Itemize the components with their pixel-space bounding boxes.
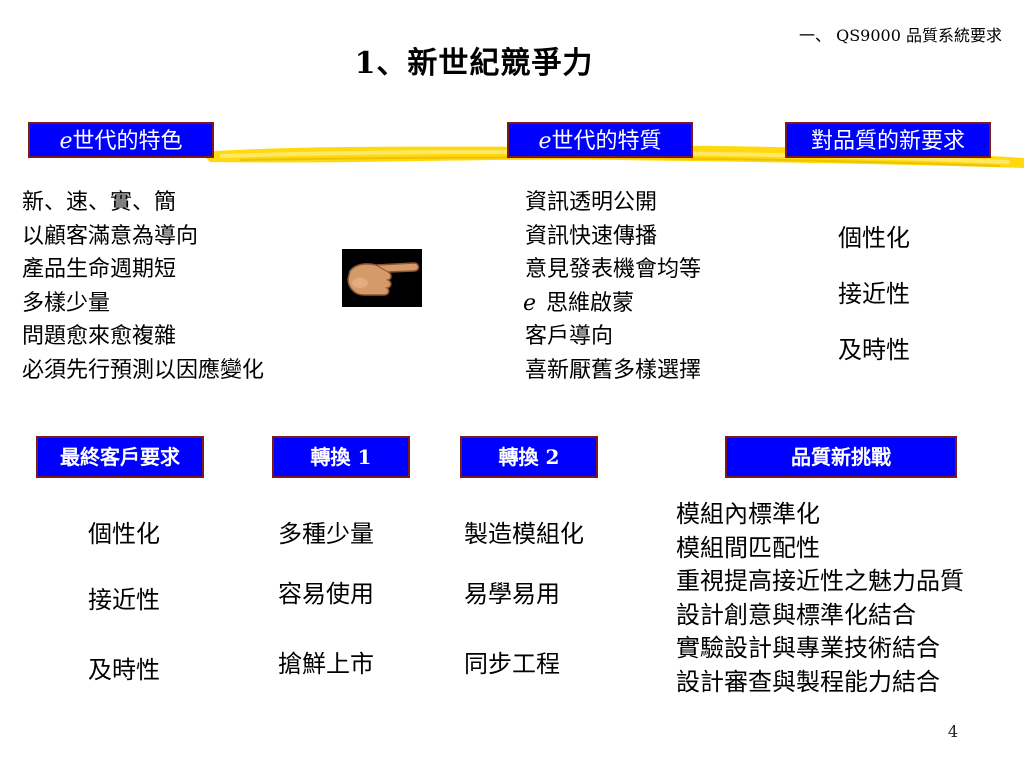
page-number: 4 [947, 722, 958, 741]
transform2-item: 同步工程 [464, 650, 560, 678]
requirement-item: 及時性 [838, 336, 910, 364]
page-title: 1、新世紀競爭力 [354, 46, 594, 81]
list-item: 以顧客滿意為導向 [22, 223, 199, 249]
list-item: 實驗設計與專業技術結合 [676, 634, 940, 662]
label-new-quality-requirements: 對品質的新要求 [785, 122, 991, 158]
label-transform-1: 轉換 1 [272, 436, 410, 478]
list-item: 設計創意與標準化結合 [676, 600, 916, 629]
list-item: 設計審查與製程能力結合 [676, 667, 940, 696]
list-item: 模組間匹配性 [676, 533, 820, 562]
list-item: 模組內標準化 [676, 500, 820, 528]
challenge-list: 模組內標準化 模組間匹配性 重視提高接近性之魅力品質 設計創意與標準化結合 實驗… [676, 498, 964, 699]
label-e-generation-features: e世代的特色 [28, 122, 214, 158]
list-item: 意見發表機會均等 [525, 257, 702, 282]
customer-item: 個性化 [88, 520, 160, 548]
requirement-item: 個性化 [838, 224, 910, 252]
list-item: 必須先行預測以因應變化 [22, 357, 265, 383]
e-prefix: e [523, 290, 537, 316]
label-final-customer: 最終客戶要求 [36, 436, 204, 478]
list-item: 資訊透明公開 [525, 190, 658, 215]
list-item: 重視提高接近性之魅力品質 [676, 567, 964, 595]
list-item: 多樣少量 [22, 290, 111, 316]
pointing-hand-icon [342, 249, 422, 307]
transform1-item: 搶鮮上市 [278, 650, 374, 678]
label-text: 世代的特質 [551, 129, 662, 154]
label-e-generation-traits: e世代的特質 [507, 122, 693, 158]
transform1-item: 容易使用 [278, 580, 374, 608]
list-item: 喜新厭舊多樣選擇 [525, 357, 702, 383]
customer-item: 及時性 [88, 656, 160, 684]
transform2-item: 易學易用 [464, 580, 560, 608]
transform2-item: 製造模組化 [464, 520, 584, 548]
requirement-item: 接近性 [838, 280, 910, 308]
features-list: 新、速、實、簡 以顧客滿意為導向 產品生命週期短 多樣少量 問題愈來愈複雜 必須… [22, 186, 264, 387]
label-text: 世代的特色 [72, 129, 183, 154]
e-prefix: e [59, 129, 73, 154]
label-quality-challenge: 品質新挑戰 [725, 436, 957, 478]
list-item: 資訊快速傳播 [525, 223, 658, 249]
list-item: 新、速、實、簡 [22, 190, 177, 215]
transform1-item: 多種少量 [278, 520, 374, 548]
list-item: 客戶導向 [525, 324, 614, 349]
list-item: 產品生命週期短 [22, 257, 177, 282]
list-item: 問題愈來愈複雜 [22, 324, 177, 349]
e-prefix: e [538, 129, 552, 154]
section-header: 一、 QS9000 品質系統要求 [799, 26, 1002, 45]
customer-item: 接近性 [88, 586, 160, 614]
label-transform-2: 轉換 2 [460, 436, 598, 478]
